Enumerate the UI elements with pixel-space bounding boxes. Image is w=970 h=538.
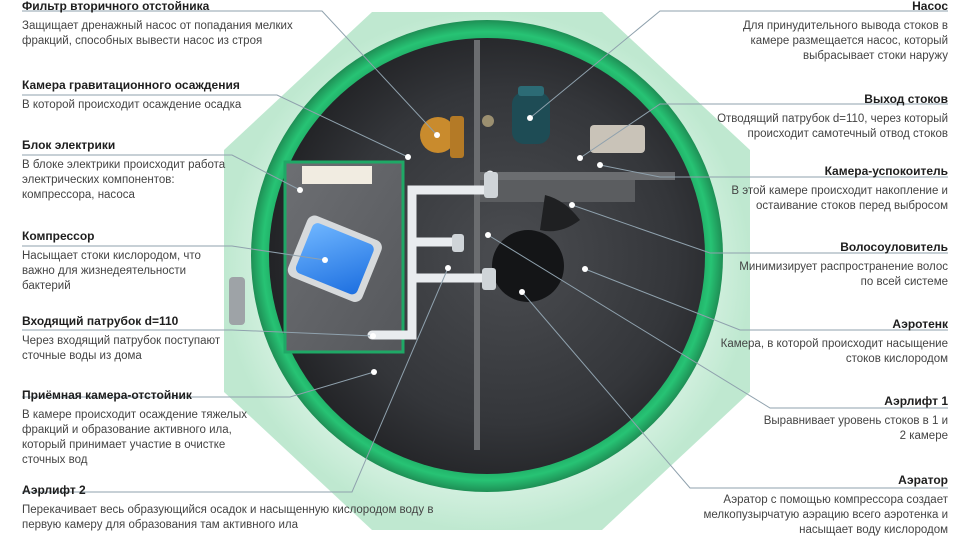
aerotank-hole (492, 230, 564, 302)
label-desc: Перекачивает весь образующийся осадок и … (22, 504, 434, 531)
label-desc: Через входящий патрубок поступают сточны… (22, 335, 221, 362)
label-desc: В этой камере происходит накопление и ос… (731, 185, 948, 212)
label-title: Аэрлифт 1 (884, 394, 948, 408)
label-desc: В камере происходит осаждение тяжелых фр… (22, 409, 248, 466)
inlet-pipe-stub (229, 277, 245, 325)
label-title: Фильтр вторичного отстойника (22, 0, 210, 13)
label-title: Аэрлифт 2 (22, 483, 86, 497)
label-title: Блок электрики (22, 138, 116, 152)
label-gravity-chamber: Камера гравитационного осаждения В котор… (22, 78, 302, 113)
label-title: Насос (912, 0, 948, 13)
label-compressor: Компрессор Насыщает стоки кислородом, чт… (22, 229, 232, 294)
label-desc: В блоке электрики происходит работа элек… (22, 159, 226, 201)
label-title: Компрессор (22, 229, 95, 243)
label-title: Входящий патрубок d=110 (22, 314, 179, 328)
label-airlift-2: Аэрлифт 2 Перекачивает весь образующийся… (22, 483, 462, 533)
label-inlet-pipe: Входящий патрубок d=110 Через входящий п… (22, 314, 232, 364)
hair-catcher (540, 195, 580, 232)
calming-chamber-shelf (480, 180, 635, 202)
label-desc: Защищает дренажный насос от попадания ме… (22, 20, 293, 47)
label-desc: Минимизирует распространение волос по вс… (739, 261, 948, 288)
label-title: Приёмная камера-отстойник (22, 388, 192, 402)
label-desc: Отводящий патрубок d=110, через который … (717, 113, 948, 140)
label-pump: Насос Для принудительного вывода стоков … (713, 0, 948, 64)
label-airlift-1: Аэрлифт 1 Выравнивает уровень стоков в 1… (758, 394, 948, 444)
label-aerator: Аэратор Аэратор с помощью компрессора со… (698, 473, 948, 538)
label-electrical-block: Блок электрики В блоке электрики происхо… (22, 138, 237, 203)
filter-cap (482, 115, 494, 127)
pump-top (518, 86, 544, 96)
label-desc: Выравнивает уровень стоков в 1 и 2 камер… (763, 415, 948, 442)
compressor-unit (287, 215, 382, 302)
label-title: Волосоуловитель (840, 240, 948, 254)
label-title: Аэротенк (892, 317, 948, 331)
label-title: Камера-успокоитель (824, 164, 948, 178)
label-title: Камера гравитационного осаждения (22, 78, 240, 92)
leader-dots (297, 115, 603, 375)
electrical-panel-white (302, 166, 372, 184)
label-desc: Аэратор с помощью компрессора создает ме… (703, 494, 948, 536)
label-receiving-chamber: Приёмная камера-отстойник В камере проис… (22, 388, 267, 468)
label-desc: Насыщает стоки кислородом, что важно для… (22, 250, 201, 292)
label-calming-chamber: Камера-успокоитель В этой камере происхо… (703, 164, 948, 214)
label-title: Выход стоков (864, 92, 948, 106)
partition-vertical (474, 40, 480, 450)
label-desc: Камера, в которой происходит насыщение с… (720, 338, 948, 365)
label-desc: В которой происходит осаждение осадка (22, 99, 242, 111)
filter-body (450, 116, 464, 158)
label-secondary-filter: Фильтр вторичного отстойника Защищает др… (22, 0, 327, 49)
label-aerotank: Аэротенк Камера, в которой происходит на… (718, 317, 948, 367)
partition-horizontal (480, 172, 675, 180)
leader-lines (22, 10, 948, 493)
label-outlet: Выход стоков Отводящий патрубок d=110, ч… (678, 92, 948, 142)
pipe-fittings (452, 172, 498, 290)
label-desc: Для принудительного вывода стоков в каме… (742, 20, 948, 62)
label-hair-catcher: Волосоуловитель Минимизирует распростран… (738, 240, 948, 290)
label-title: Аэратор (898, 473, 948, 487)
outlet-pipe (590, 125, 645, 153)
